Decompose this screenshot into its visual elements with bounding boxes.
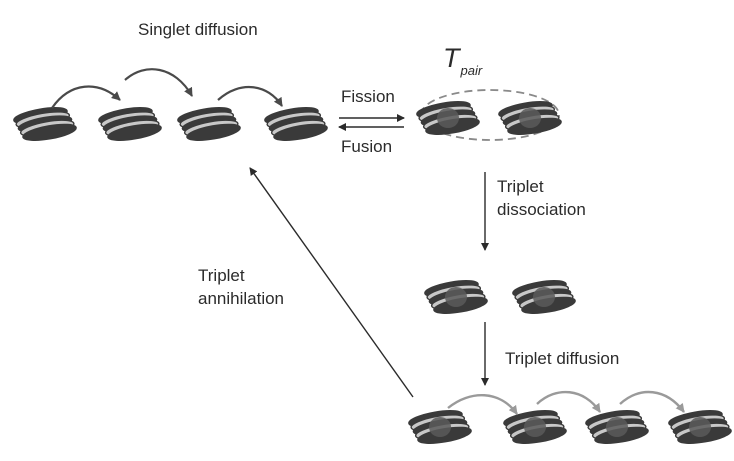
triplet-annihilation-label: Triplet annihilation xyxy=(198,266,285,308)
triplet-exciton-core xyxy=(519,108,541,128)
triplet-row-stack-4 xyxy=(668,410,732,444)
singlet-stack-1 xyxy=(13,107,77,141)
singlet-stack-3 xyxy=(177,107,241,141)
singlet-hop-arrow-2 xyxy=(124,68,193,97)
triplet-exciton-core xyxy=(429,417,451,437)
triplet-hop-arrow-3 xyxy=(619,390,685,413)
triplet-exciton-core xyxy=(689,417,711,437)
stack-disc xyxy=(107,123,162,141)
singlet-diffusion-label: Singlet diffusion xyxy=(138,20,258,39)
singlet-stack-4 xyxy=(264,107,328,141)
triplet-exciton-core xyxy=(437,108,459,128)
dissociated-triplet-stack-1 xyxy=(424,280,488,314)
singlet-hop-arrow-1 xyxy=(51,85,121,109)
triplet-dissociation-label: Triplet dissociation xyxy=(497,177,586,219)
triplet-exciton-core xyxy=(524,417,546,437)
triplet-pair-symbol: T xyxy=(443,43,460,73)
triplet-pair-ellipse xyxy=(420,89,560,141)
triplet-pair-label: Tpair xyxy=(443,43,483,78)
dissociated-triplet-stack-2 xyxy=(512,280,576,314)
fusion-label: Fusion xyxy=(341,137,393,156)
triplet-annihilation-arrow xyxy=(249,167,414,398)
triplet-diffusion-label: Triplet diffusion xyxy=(505,349,620,368)
singlet-hop-arrow-3 xyxy=(217,86,283,107)
stack-disc xyxy=(22,123,77,141)
triplet-exciton-core xyxy=(606,417,628,437)
triplet-exciton-core xyxy=(445,287,467,307)
triplet-row-stack-2 xyxy=(503,410,567,444)
stack-disc xyxy=(186,123,241,141)
triplet-pair-stack-2 xyxy=(498,101,562,135)
stack-disc xyxy=(273,123,328,141)
triplet-hop-arrow-2 xyxy=(536,390,601,413)
triplet-pair-subscript: pair xyxy=(460,63,483,78)
triplet-pair-stack-1 xyxy=(416,101,480,135)
fission-label: Fission xyxy=(341,87,395,106)
triplet-row-stack-3 xyxy=(585,410,649,444)
triplet-exciton-core xyxy=(533,287,555,307)
triplet-row-stack-1 xyxy=(408,410,472,444)
triplet-hop-arrow-1 xyxy=(447,394,518,415)
singlet-stack-2 xyxy=(98,107,162,141)
